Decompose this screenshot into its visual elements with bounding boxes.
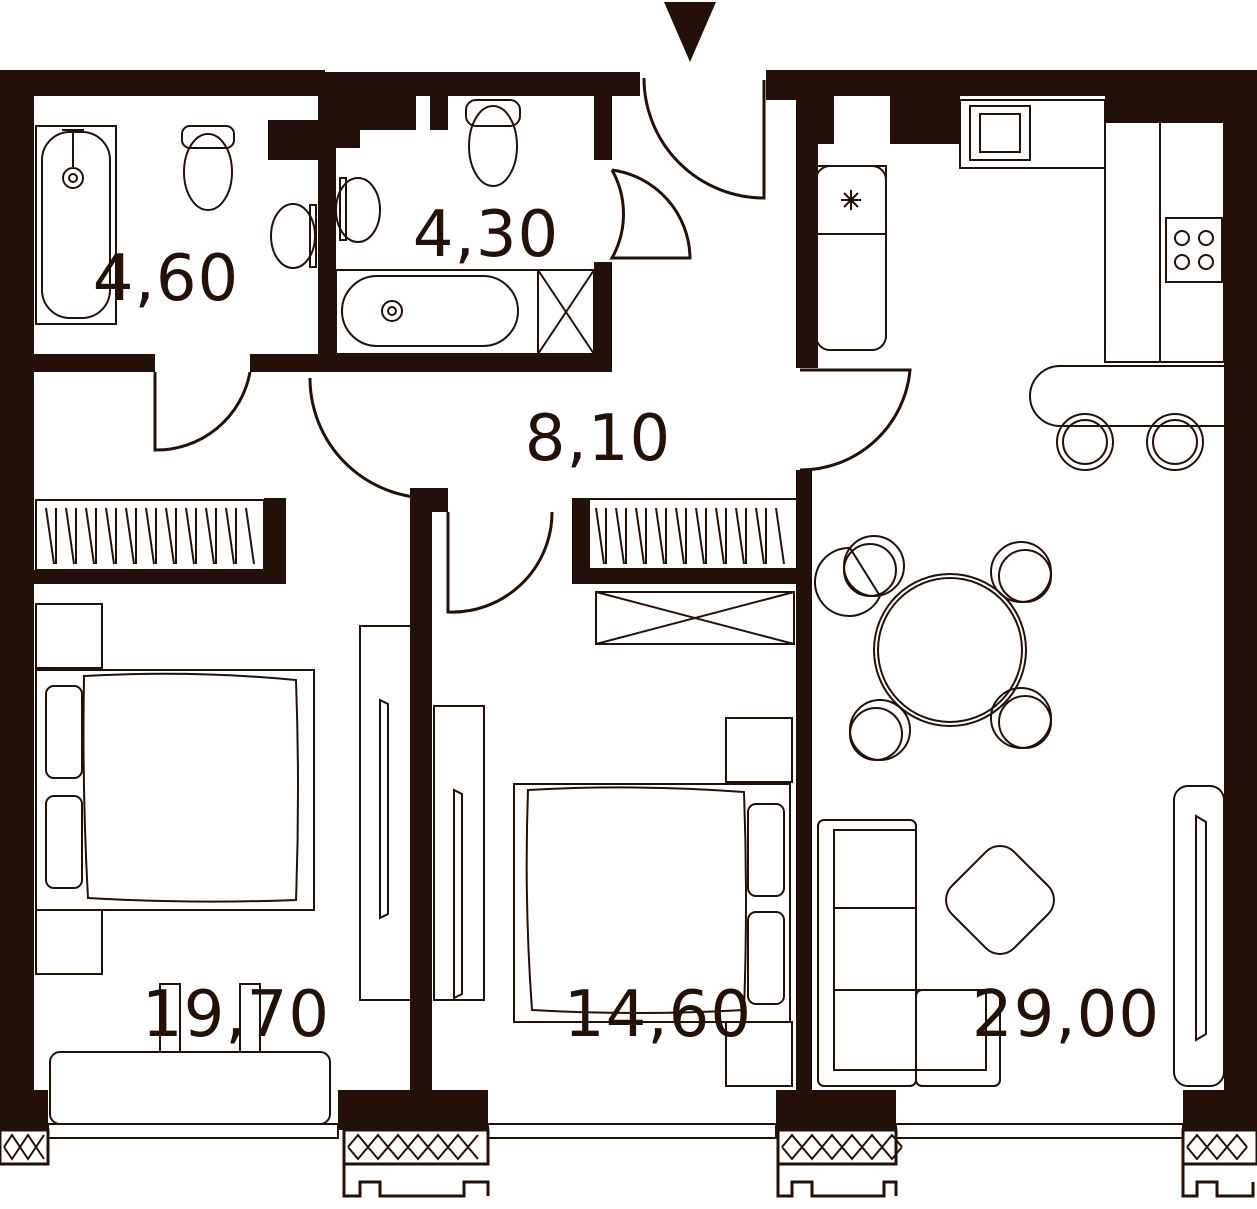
area-bedroom-left: 19,70 bbox=[142, 978, 330, 1052]
doors bbox=[153, 77, 912, 614]
area-labels: 4,60 4,30 8,10 19,70 14,60 29,00 bbox=[93, 198, 1160, 1052]
area-bathroom-right: 4,30 bbox=[413, 198, 560, 272]
area-kitchen-living: 29,00 bbox=[972, 978, 1160, 1052]
bathroom-right-fixtures bbox=[335, 99, 595, 355]
area-bedroom-middle: 14,60 bbox=[564, 978, 752, 1052]
bedroom-left-furniture bbox=[35, 499, 413, 1125]
kitchen-fixtures bbox=[814, 99, 1226, 1087]
entrance-arrow-icon bbox=[664, 2, 716, 62]
area-bathroom-left: 4,60 bbox=[93, 242, 240, 316]
windows bbox=[0, 1123, 1257, 1198]
bedroom-middle-furniture bbox=[433, 507, 795, 1087]
area-hallway: 8,10 bbox=[525, 402, 672, 476]
walls bbox=[0, 70, 1257, 1130]
bathroom-left-fixtures bbox=[35, 125, 317, 325]
